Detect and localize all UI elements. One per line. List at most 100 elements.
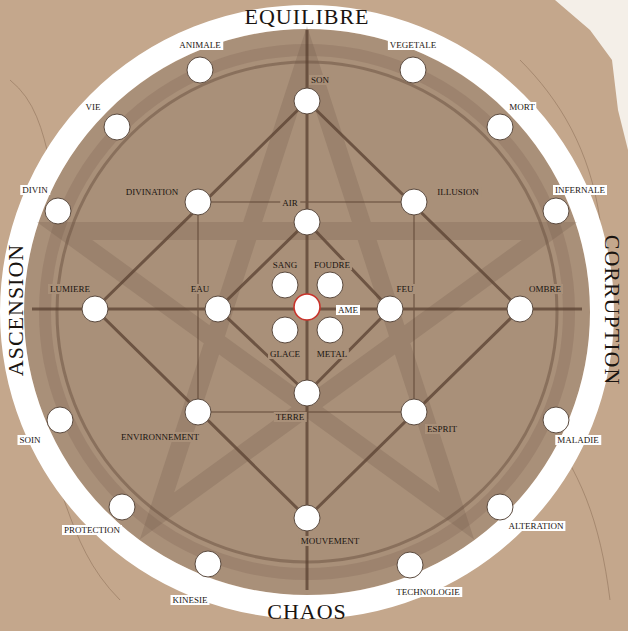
rune-circle xyxy=(272,272,298,298)
rune-circle xyxy=(401,399,427,425)
inner-disc xyxy=(24,29,590,595)
node-outline xyxy=(376,295,404,323)
node-outline xyxy=(108,493,136,521)
rune-circle xyxy=(82,296,108,322)
rune-node: MORT xyxy=(486,113,514,141)
node-outline xyxy=(204,295,232,323)
direction-label: CORRUPTION xyxy=(600,235,624,386)
outer-white-ring xyxy=(12,17,602,607)
rune-node: KINESIE xyxy=(194,550,222,578)
rune-label: DIVINATION xyxy=(124,187,181,197)
rune-circle xyxy=(47,407,73,433)
rune-node: MALADIE xyxy=(542,406,570,434)
node-outline xyxy=(400,398,428,426)
node-outline xyxy=(271,316,299,344)
rune-circle xyxy=(317,272,343,298)
rune-label: ESPRIT xyxy=(425,424,459,434)
node-outline xyxy=(486,113,514,141)
rune-node: VIE xyxy=(103,113,131,141)
rune-node: AIR xyxy=(293,208,321,236)
rune-circle xyxy=(487,114,513,140)
rune-circle xyxy=(377,296,403,322)
rune-node: SOIN xyxy=(46,406,74,434)
node-outline xyxy=(293,504,321,532)
node-outline xyxy=(506,295,534,323)
node-outline xyxy=(184,188,212,216)
inner-square xyxy=(198,202,414,412)
rune-circle xyxy=(507,296,533,322)
rune-label: MOUVEMENT xyxy=(299,536,362,546)
node-outline xyxy=(271,271,299,299)
node-outline xyxy=(396,551,424,579)
node-outline xyxy=(194,550,222,578)
rune-node: OMBRE xyxy=(506,295,534,323)
rune-circle xyxy=(205,296,231,322)
rune-circle xyxy=(487,494,513,520)
node-outline xyxy=(542,406,570,434)
rune-circle xyxy=(45,198,71,224)
rune-label: SANG xyxy=(271,260,300,270)
rune-circle xyxy=(272,317,298,343)
node-outline xyxy=(293,379,321,407)
rune-node: TERRE xyxy=(293,379,321,407)
rune-node: PROTECTION xyxy=(108,493,136,521)
rune-label: ILLUSION xyxy=(435,187,481,197)
rune-node: TECHNOLOGIE xyxy=(396,551,424,579)
node-outline xyxy=(46,406,74,434)
rune-node: INFERNALE xyxy=(542,197,570,225)
rune-label: TECHNOLOGIE xyxy=(394,587,462,597)
rune-circle xyxy=(109,494,135,520)
rune-circle xyxy=(294,380,320,406)
node-outline xyxy=(293,293,321,321)
rune-label: PROTECTION xyxy=(62,525,122,535)
rune-node: EAU xyxy=(204,295,232,323)
outer-diamond xyxy=(95,101,520,518)
rune-label: SON xyxy=(309,75,331,85)
rune-label: ALTERATION xyxy=(506,521,565,531)
node-outline xyxy=(81,295,109,323)
node-outline xyxy=(186,56,214,84)
node-outline xyxy=(316,271,344,299)
rune-node: MOUVEMENT xyxy=(293,504,321,532)
rune-node: GLACE xyxy=(271,316,299,344)
rune-label: KINESIE xyxy=(171,595,210,605)
rune-node: AME xyxy=(293,293,321,321)
rune-label: OMBRE xyxy=(527,284,563,294)
node-outline xyxy=(400,188,428,216)
rune-node: LUMIERE xyxy=(81,295,109,323)
node-outline xyxy=(542,197,570,225)
rune-label: EAU xyxy=(189,284,212,294)
rune-circle xyxy=(187,57,213,83)
rune-circle xyxy=(294,209,320,235)
node-outline xyxy=(293,208,321,236)
rune-circle xyxy=(401,189,427,215)
rune-label: LUMIERE xyxy=(48,284,92,294)
node-outline xyxy=(44,197,72,225)
rune-node: ANIMALE xyxy=(186,56,214,84)
rune-label: INFERNALE xyxy=(553,185,607,195)
rune-node: DIVIN xyxy=(44,197,72,225)
rune-circle xyxy=(195,551,221,577)
rune-circle xyxy=(543,198,569,224)
rune-node: METAL xyxy=(316,316,344,344)
rune-label: GLACE xyxy=(268,349,302,359)
rune-node: ILLUSION xyxy=(400,188,428,216)
rune-node: VEGETALE xyxy=(399,56,427,84)
rune-circle xyxy=(400,57,426,83)
rune-label: SOIN xyxy=(17,435,42,445)
rune-node: FOUDRE xyxy=(316,271,344,299)
direction-label: CHAOS xyxy=(267,600,347,624)
direction-label: EQUILIBRE xyxy=(244,5,369,29)
direction-label: ASCENSION xyxy=(4,244,28,376)
rune-label: AIR xyxy=(280,198,300,208)
rune-node: FEU xyxy=(376,295,404,323)
rune-circle xyxy=(317,317,343,343)
rune-node: ESPRIT xyxy=(400,398,428,426)
rune-label: DIVIN xyxy=(20,185,50,195)
rune-circle xyxy=(294,88,320,114)
rune-node: ALTERATION xyxy=(486,493,514,521)
torn-paper xyxy=(555,0,628,150)
rune-label: ANIMALE xyxy=(177,40,223,50)
